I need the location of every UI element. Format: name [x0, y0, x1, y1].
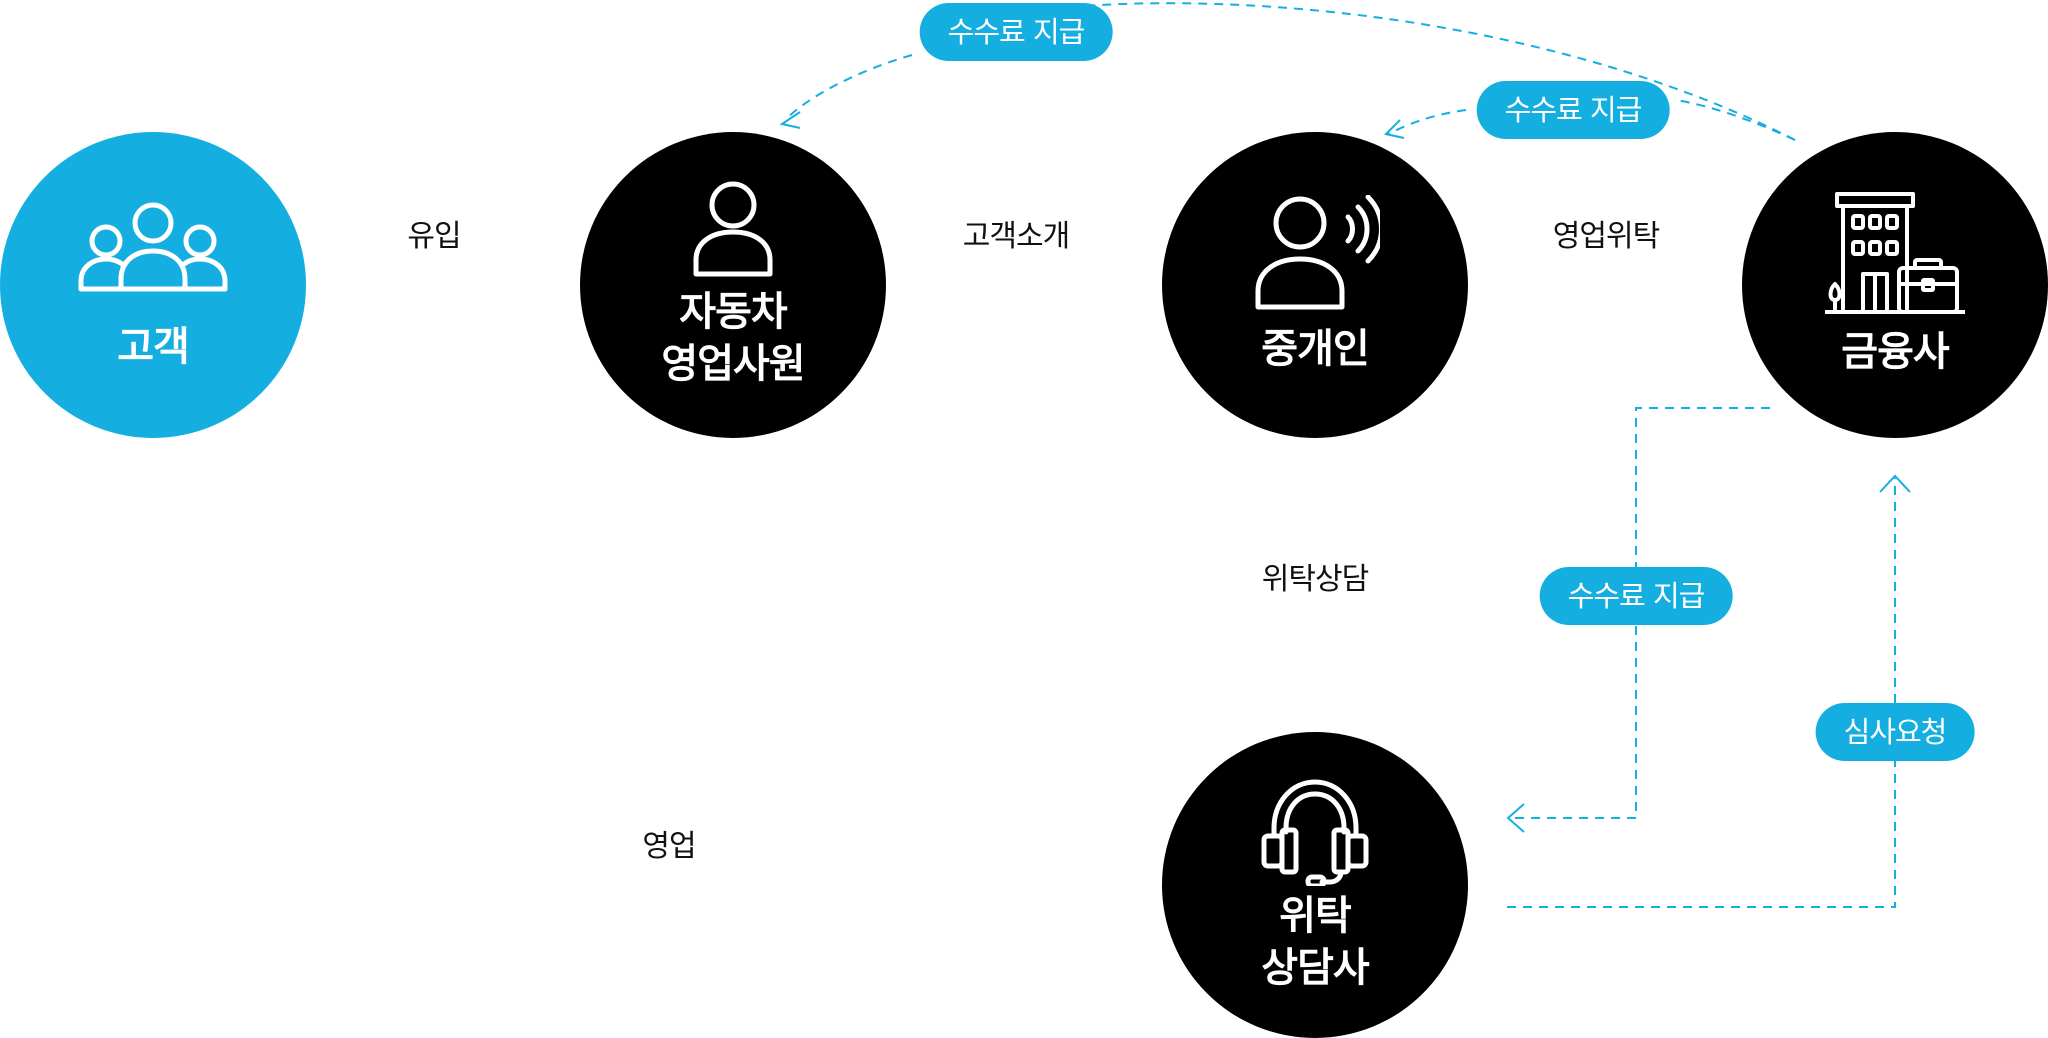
node-customer-label: 고객: [117, 324, 190, 370]
pill-fee-consult: 수수료 지급: [1539, 567, 1733, 625]
headset-icon: [1261, 779, 1369, 886]
node-finance-label: 금융사: [1841, 329, 1949, 375]
pill-fee-broker: 수수료 지급: [1476, 81, 1670, 139]
node-broker-label: 중개인: [1261, 326, 1369, 372]
edge-label-entrust: 영업위탁: [1552, 219, 1660, 254]
arrowhead-consult: [1506, 803, 1525, 833]
fee-line-to-broker: [1674, 99, 1796, 141]
edge-label-inflow: 유입: [407, 219, 461, 254]
review-line-to-finance: [1507, 478, 1896, 908]
node-broker: 중개인: [1162, 132, 1468, 438]
person-icon: [693, 181, 773, 277]
node-car-sales-label: 자동차 영업사원: [661, 289, 805, 387]
person-speaking-icon: [1255, 195, 1380, 310]
edge-label-intro: 고객소개: [962, 219, 1070, 254]
node-customer: 고객: [0, 132, 306, 438]
node-finance: 금융사: [1742, 132, 2048, 438]
building-briefcase-icon: [1825, 192, 1965, 314]
node-consult-label: 위탁 상담사: [1261, 893, 1369, 991]
edge-label-sales: 영업: [642, 829, 696, 864]
fee-arc-to-car-sales-left: [784, 54, 913, 121]
node-consult: 위탁 상담사: [1162, 732, 1468, 1038]
arrowhead-finance: [1879, 474, 1911, 493]
node-car-sales: 자동차 영업사원: [580, 132, 886, 438]
pill-review: 심사요청: [1815, 703, 1975, 761]
fee-arc-to-car-sales: [1059, 2, 1796, 141]
arrowhead-car-sales: [779, 111, 801, 129]
arrowhead-broker: [1384, 119, 1405, 139]
pill-fee-top: 수수료 지급: [919, 3, 1113, 61]
edge-label-consult-entrust: 위탁상담: [1261, 562, 1369, 597]
group-people-icon: [78, 202, 228, 292]
